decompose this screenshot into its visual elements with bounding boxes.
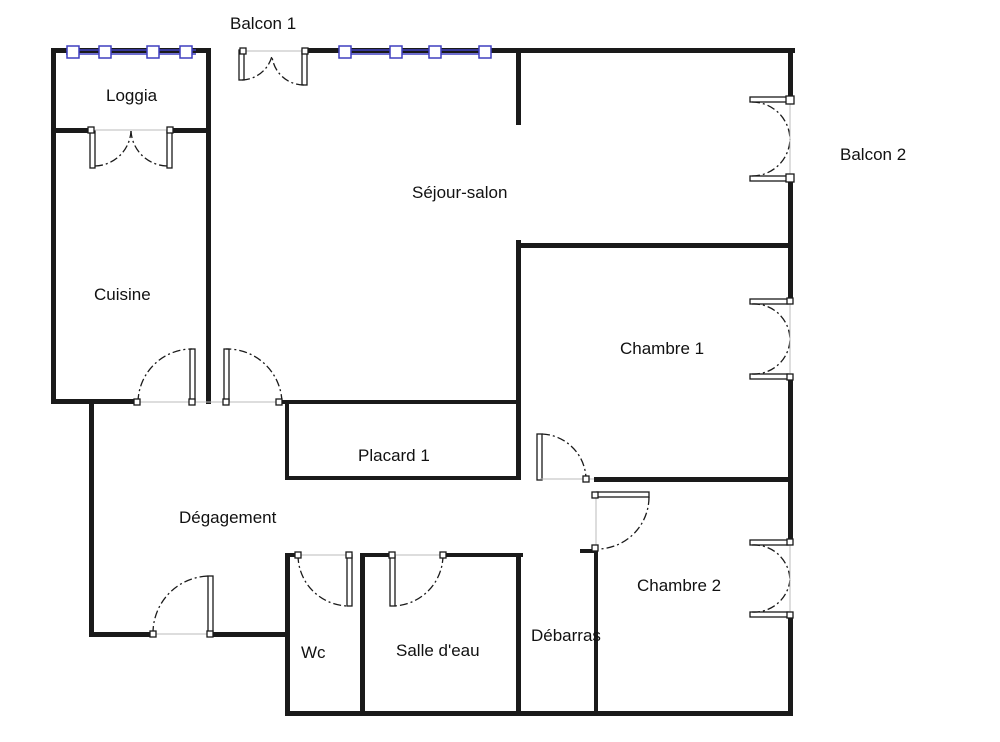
room-label-wc: Wc [301,643,326,662]
wall-placard-bottom [285,476,521,480]
window-frame [389,45,403,59]
room-label-placard-1: Placard 1 [358,446,430,465]
wall-degagement-left [89,399,94,637]
wall-salle-top-right [443,553,523,557]
window-frame [179,45,193,59]
wall-top-mid [305,48,795,53]
wall-wc-top [285,553,297,557]
door-loggia-cuisine [87,126,174,169]
door-cuisine-degagement [133,348,283,406]
room-label-sejour-salon: Séjour-salon [412,183,508,202]
door-wc [294,551,353,607]
wall-right-3 [788,377,793,543]
wall-degagement-bottom-left [89,632,153,637]
wall-right-top [788,48,793,102]
room-label-balcon-2: Balcon 2 [840,145,907,164]
window-frame [478,45,492,59]
room-label-chambre-2: Chambre 2 [637,576,722,595]
window-frame [146,45,160,59]
wall-chambre1-left [516,240,521,480]
door-entrance [149,575,214,638]
wall-bottom [285,711,793,716]
door-chambre-2-hall [591,491,650,552]
window-frame [338,45,352,59]
wall-left-upper [51,48,56,404]
door-salle-eau [388,551,447,607]
wall-degagement-bottom-right [210,632,290,637]
room-label-chambre-1: Chambre 1 [620,339,705,358]
wall-cuisine-bottom [51,399,138,404]
wall-placard-top [278,400,520,404]
door-balcon-2 [749,95,795,183]
wall-wc-salle [360,555,365,716]
doors [87,47,795,638]
wall-placard-left [285,402,289,480]
wall-sejour-chambre1 [516,243,793,248]
wall-chambres-divider [594,477,793,482]
windows [66,45,492,59]
walls [51,48,795,716]
wall-wc-left [285,555,290,716]
wall-right-4 [788,615,793,715]
window-frame [428,45,442,59]
wall-chambre2-left-stub [580,549,598,553]
wall-right-2 [788,178,793,304]
wall-loggia-right [206,48,211,133]
window-frame [66,45,80,59]
door-chambre-2 [749,538,794,619]
door-chambre-1-hall [536,433,594,483]
room-label-debarras: Débarras [531,626,601,645]
wall-chambre2-left [594,549,598,715]
wall-loggia-bottom-right [170,128,211,133]
wall-sejour-stub [516,53,521,125]
wall-salle-debarras [516,555,521,716]
door-balcon-1 [238,47,309,86]
wall-cuisine-right [206,128,211,404]
room-label-salle-eau: Salle d'eau [396,641,480,660]
room-label-degagement: Dégagement [179,508,277,527]
wall-loggia-bottom-left [51,128,93,133]
room-label-loggia: Loggia [106,86,158,105]
door-chambre-1 [749,297,794,381]
wall-salle-top [360,553,390,557]
room-label-balcon-1: Balcon 1 [230,14,297,33]
room-label-cuisine: Cuisine [94,285,151,304]
window-frame [98,45,112,59]
